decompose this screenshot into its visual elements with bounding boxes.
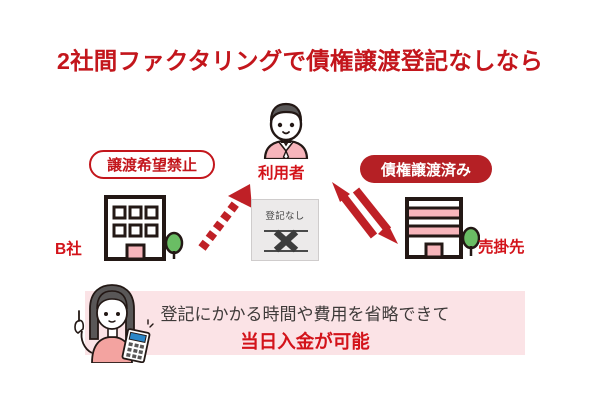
label-payer: 売掛先: [478, 239, 525, 256]
banner-line-2-wrapper: 当日入金が可能: [85, 328, 525, 354]
no-registration-document-box: 登記なし: [251, 199, 319, 261]
arrow-down-right: [352, 187, 398, 244]
banner-highlight: 当日入金が可能: [236, 328, 374, 354]
person-user-icon: [263, 102, 309, 159]
banner-line-1: 登記にかかる時間や費用を省略できて: [160, 305, 450, 324]
badge-receivable-transferred: 債権譲渡済み: [360, 155, 492, 183]
banner-line-2: 当日入金が可能: [240, 331, 370, 352]
page-title: 2社間ファクタリングで債権譲渡登記なしなら: [56, 48, 544, 74]
label-user: 利用者: [258, 165, 305, 182]
summary-banner: [85, 291, 525, 355]
badge-transfer-prohibited: 譲渡希望禁止: [89, 150, 215, 179]
no-registration-label: 登記なし: [265, 211, 305, 222]
dashed-arrow-up-right-icon: [198, 184, 252, 251]
woman-with-calculator-icon: [74, 284, 154, 363]
building-payer-icon: [405, 197, 480, 259]
building-b-company-icon: [104, 195, 184, 261]
label-b-company: B社: [55, 241, 82, 258]
x-mark-icon: [264, 229, 308, 253]
arrow-up-left: [332, 182, 378, 239]
bidirectional-arrows-icon: [332, 182, 398, 244]
